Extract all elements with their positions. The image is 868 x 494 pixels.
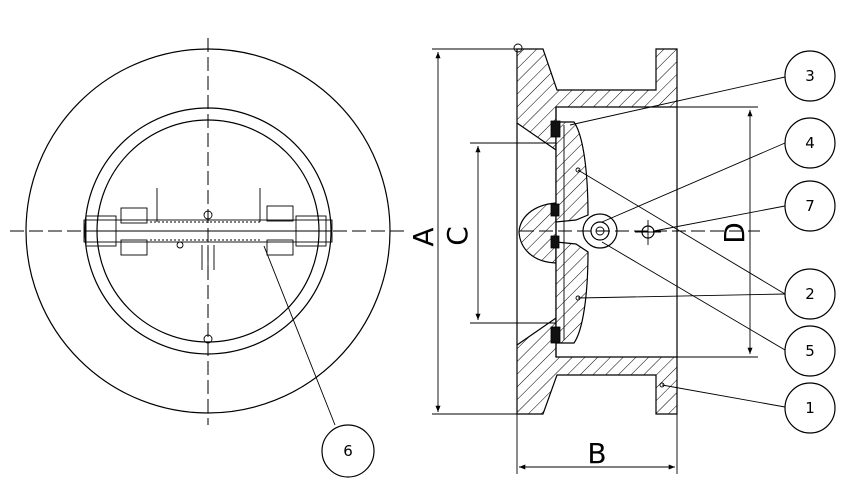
callout-4-label: 4 xyxy=(805,134,815,152)
top-hole-mark xyxy=(203,210,213,220)
dim-d-label: D xyxy=(718,222,751,244)
callout-5-leader xyxy=(601,241,786,351)
callout-4-bubble xyxy=(784,117,836,169)
dim-a-label: A xyxy=(407,227,440,246)
callout-7-leader xyxy=(653,205,786,232)
callout-2a-leader xyxy=(577,169,786,295)
callout-2-bubble xyxy=(784,268,836,320)
shaft-assembly xyxy=(83,188,333,270)
callout-2-label: 2 xyxy=(805,285,815,303)
callout-6-label: 6 xyxy=(343,442,353,460)
lower-body-section xyxy=(516,316,678,415)
callout-7-label: 7 xyxy=(805,197,815,215)
callout-3-bubble xyxy=(784,50,836,102)
callout-1-leader xyxy=(661,384,786,408)
callout-6-leader xyxy=(263,245,336,426)
bolt-hole-top xyxy=(513,43,523,53)
callout-2b-leader xyxy=(577,293,786,299)
callout-7-bubble xyxy=(784,180,836,232)
callout-5-label: 5 xyxy=(805,342,815,360)
dim-b-label: B xyxy=(587,437,606,470)
dim-c-label: C xyxy=(441,226,474,246)
seal-mid1 xyxy=(550,203,560,217)
callout-3-leader xyxy=(569,76,786,126)
callout-1-bubble xyxy=(784,382,836,434)
section-view: A C D B 3 4 7 2 xyxy=(407,43,836,474)
upper-body-section xyxy=(516,48,678,152)
callout-1-label: 1 xyxy=(805,399,815,417)
front-view: 6 xyxy=(10,38,405,478)
seal-mid2 xyxy=(550,235,560,249)
callout-5-bubble xyxy=(784,325,836,377)
bottom-hole-mark xyxy=(203,334,213,344)
lower-disc xyxy=(555,241,589,344)
callout-3-label: 3 xyxy=(805,67,815,85)
callout-4-leader xyxy=(601,142,786,223)
upper-disc xyxy=(555,121,589,223)
seal-bottom xyxy=(550,326,561,344)
callout-6-bubble xyxy=(321,424,375,478)
lower-pin-mark xyxy=(176,241,184,249)
seal-top xyxy=(550,120,561,138)
center-boss-section xyxy=(518,202,557,264)
